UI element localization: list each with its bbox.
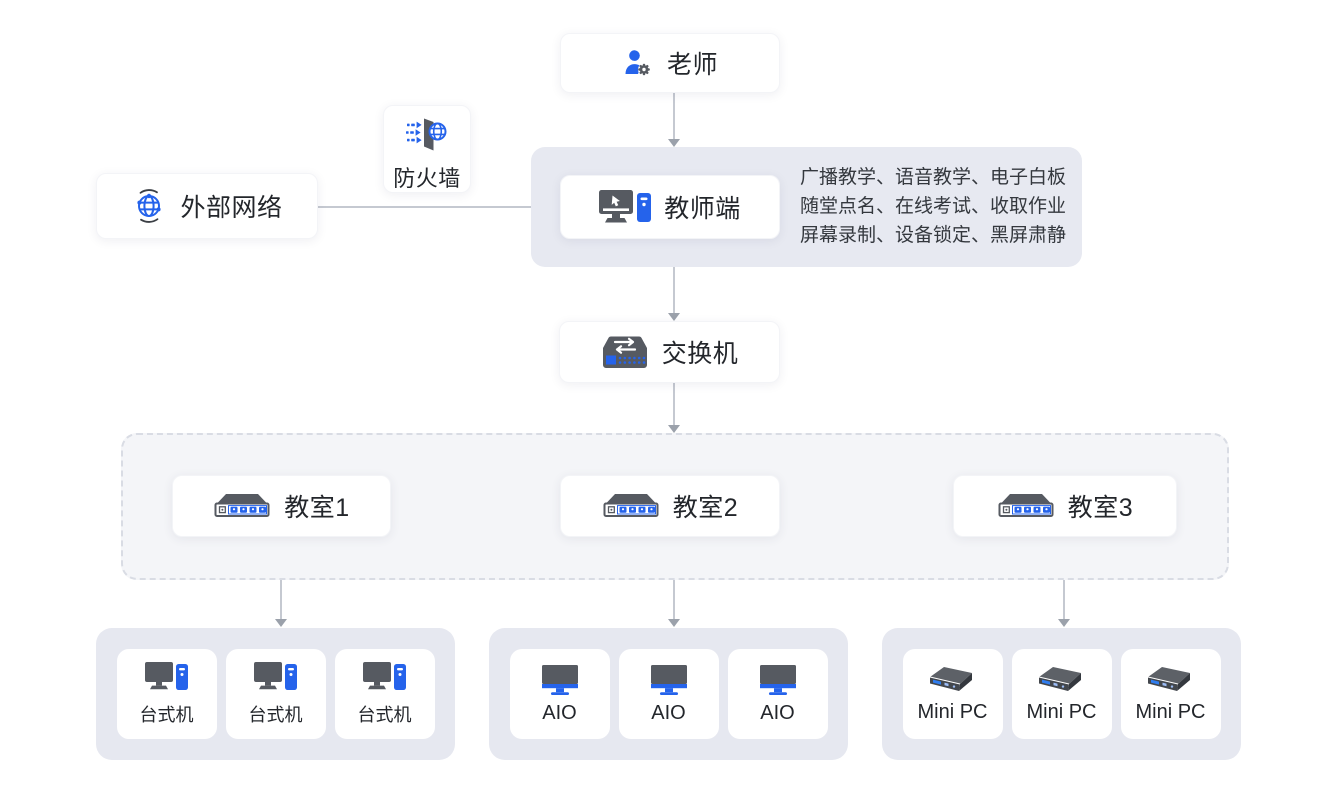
device-card-minipc: Mini PC	[1011, 649, 1112, 739]
aio-group: AIO AIO AIO	[489, 628, 848, 760]
connector-classroom3-to-minipcs	[1063, 578, 1065, 620]
device-card-desktop: 台式机	[116, 649, 217, 739]
desktop-group: 台式机 台式机	[96, 628, 455, 760]
connector-classroom1-to-desktops	[280, 578, 282, 620]
globe-network-icon	[131, 188, 167, 224]
classroom1-label: 教室1	[284, 494, 350, 522]
feature-line: 屏幕录制、设备锁定、黑屏肃静	[800, 225, 1067, 246]
teacher-user-icon	[622, 47, 654, 79]
external-network-node: 外部网络	[96, 173, 318, 239]
feature-line: 广播教学、语音教学、电子白板	[800, 167, 1067, 188]
minipc-group: Mini PC Mini PC	[882, 628, 1241, 760]
teacher-station-label: 教师端	[664, 195, 741, 223]
device-card-desktop: 台式机	[225, 649, 326, 739]
arrow-down-icon	[668, 139, 680, 147]
aio-pc-icon	[539, 664, 581, 696]
teacher-station-features: 广播教学、语音教学、电子白板 随堂点名、在线考试、收取作业 屏幕录制、设备锁定、…	[800, 163, 1100, 250]
switch-label: 交换机	[661, 340, 739, 368]
arrow-down-icon	[668, 313, 680, 321]
device-card-desktop: 台式机	[334, 649, 435, 739]
switch-node: 交换机	[559, 321, 780, 383]
arrow-down-icon	[668, 619, 680, 627]
firewall-node: 防火墙	[383, 105, 471, 193]
arrow-down-icon	[275, 619, 287, 627]
classroom-switch-icon	[213, 492, 271, 520]
connector-external-to-station	[318, 206, 531, 208]
device-card-aio: AIO	[727, 649, 828, 739]
device-card-aio: AIO	[618, 649, 719, 739]
connector-switch-to-classrooms	[673, 383, 675, 426]
teacher-label: 老师	[666, 51, 718, 79]
feature-line: 随堂点名、在线考试、收取作业	[800, 196, 1067, 217]
teacher-node: 老师	[560, 33, 780, 93]
firewall-label: 防火墙	[393, 165, 461, 191]
desktop-pc-icon	[253, 661, 299, 695]
connector-teacher-to-station	[673, 93, 675, 139]
firewall-icon	[404, 112, 450, 158]
mini-pc-icon	[928, 665, 978, 695]
mini-pc-icon	[1146, 665, 1196, 695]
classroom-switch-icon	[602, 492, 660, 520]
classroom2-node: 教室2	[560, 475, 780, 537]
connector-classroom2-to-aios	[673, 578, 675, 620]
arrow-down-icon	[1058, 619, 1070, 627]
device-card-minipc: Mini PC	[1120, 649, 1221, 739]
external-network-label: 外部网络	[180, 194, 283, 222]
aio-pc-icon	[757, 664, 799, 696]
classroom3-node: 教室3	[953, 475, 1177, 537]
classroom2-label: 教室2	[672, 494, 739, 522]
teacher-station-node: 教师端	[560, 175, 780, 239]
device-card-aio: AIO	[509, 649, 610, 739]
desktop-pc-icon	[144, 661, 190, 695]
classroom1-node: 教室1	[172, 475, 391, 537]
classroom-switch-icon	[997, 492, 1055, 520]
classroom3-label: 教室3	[1067, 494, 1134, 522]
connector-station-to-switch	[673, 267, 675, 314]
arrow-down-icon	[668, 425, 680, 433]
aio-pc-icon	[648, 664, 690, 696]
network-switch-icon	[601, 335, 649, 369]
device-card-minipc: Mini PC	[902, 649, 1003, 739]
desktop-pc-icon	[362, 661, 408, 695]
mini-pc-icon	[1037, 665, 1087, 695]
teacher-pc-icon	[599, 188, 652, 226]
